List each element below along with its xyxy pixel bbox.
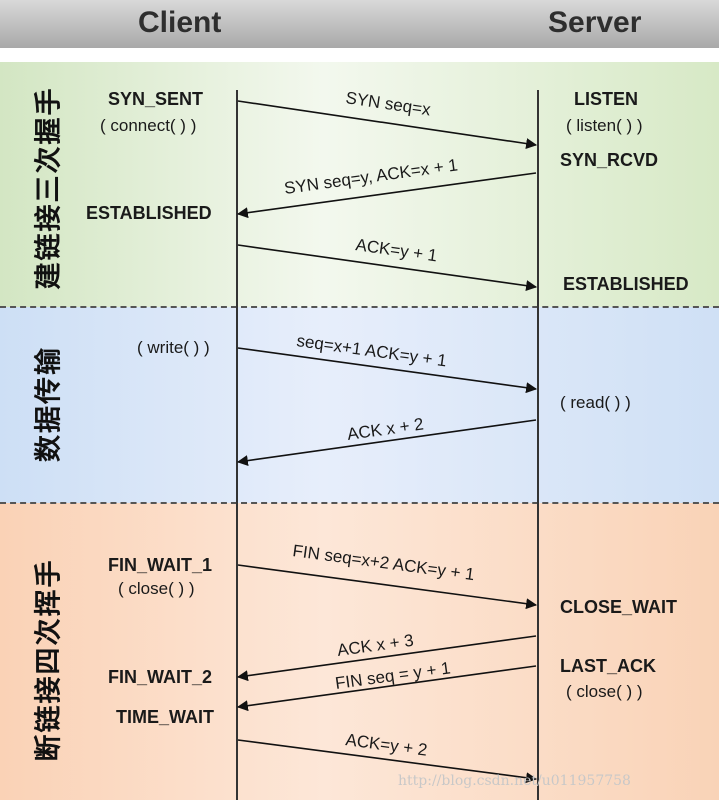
fin2-label: FIN seq = y + 1 (334, 658, 452, 693)
client-state-established: ESTABLISHED (86, 203, 212, 223)
ack-fin1-label: ACK x + 3 (336, 631, 415, 660)
client-state-time-wait: TIME_WAIT (116, 707, 214, 727)
section-divider-2 (0, 502, 719, 504)
syn-ack-label: SYN seq=y, ACK=x + 1 (283, 155, 459, 198)
client-call-close: ( close( ) ) (118, 579, 195, 598)
data-ack-arrow (236, 419, 537, 467)
server-state-close-wait: CLOSE_WAIT (560, 597, 678, 617)
ack1-arrow (237, 244, 538, 292)
server-title: Server (548, 6, 642, 39)
server-call-close: ( close( ) ) (566, 682, 643, 701)
client-call-write: ( write( ) ) (137, 338, 210, 357)
data-arrow (237, 347, 538, 394)
server-call-read: ( read( ) ) (560, 393, 631, 412)
client-state-syn-sent: SYN_SENT (108, 89, 204, 109)
fin1-arrow (237, 564, 538, 610)
server-lifeline (537, 90, 539, 800)
server-state-last-ack: LAST_ACK (560, 656, 657, 676)
data-transfer-band (0, 307, 719, 503)
data-ack-label: ACK x + 2 (346, 414, 425, 444)
client-lifeline (236, 90, 238, 800)
syn-label: SYN seq=x (344, 88, 432, 119)
teardown-band (0, 503, 719, 800)
ack-fin1-arrow (236, 635, 537, 682)
client-state-fin-wait-1: FIN_WAIT_1 (108, 555, 213, 575)
syn-arrow (237, 100, 538, 149)
client-title: Client (138, 6, 222, 39)
fin1-label: FIN seq=x+2 ACK=y + 1 (291, 541, 475, 584)
client-call-connect: ( connect( ) ) (100, 116, 197, 135)
ack1-label: ACK=y + 1 (354, 235, 438, 265)
watermark-text: http://blog.csdn.net/u011957758 (398, 773, 631, 789)
header-bar: Client Server (0, 0, 719, 48)
data-label: seq=x+1 ACK=y + 1 (295, 331, 447, 370)
ack-fin2-arrow (237, 739, 538, 784)
syn-ack-arrow (236, 172, 537, 219)
handshake-band (0, 62, 719, 307)
server-call-listen: ( listen( ) ) (566, 116, 643, 135)
client-state-fin-wait-2: FIN_WAIT_2 (108, 667, 213, 687)
server-state-listen: LISTEN (574, 89, 639, 109)
server-state-syn-rcvd: SYN_RCVD (560, 150, 659, 170)
section-divider-1 (0, 306, 719, 308)
fin2-arrow (236, 665, 537, 712)
server-state-established: ESTABLISHED (563, 274, 689, 294)
